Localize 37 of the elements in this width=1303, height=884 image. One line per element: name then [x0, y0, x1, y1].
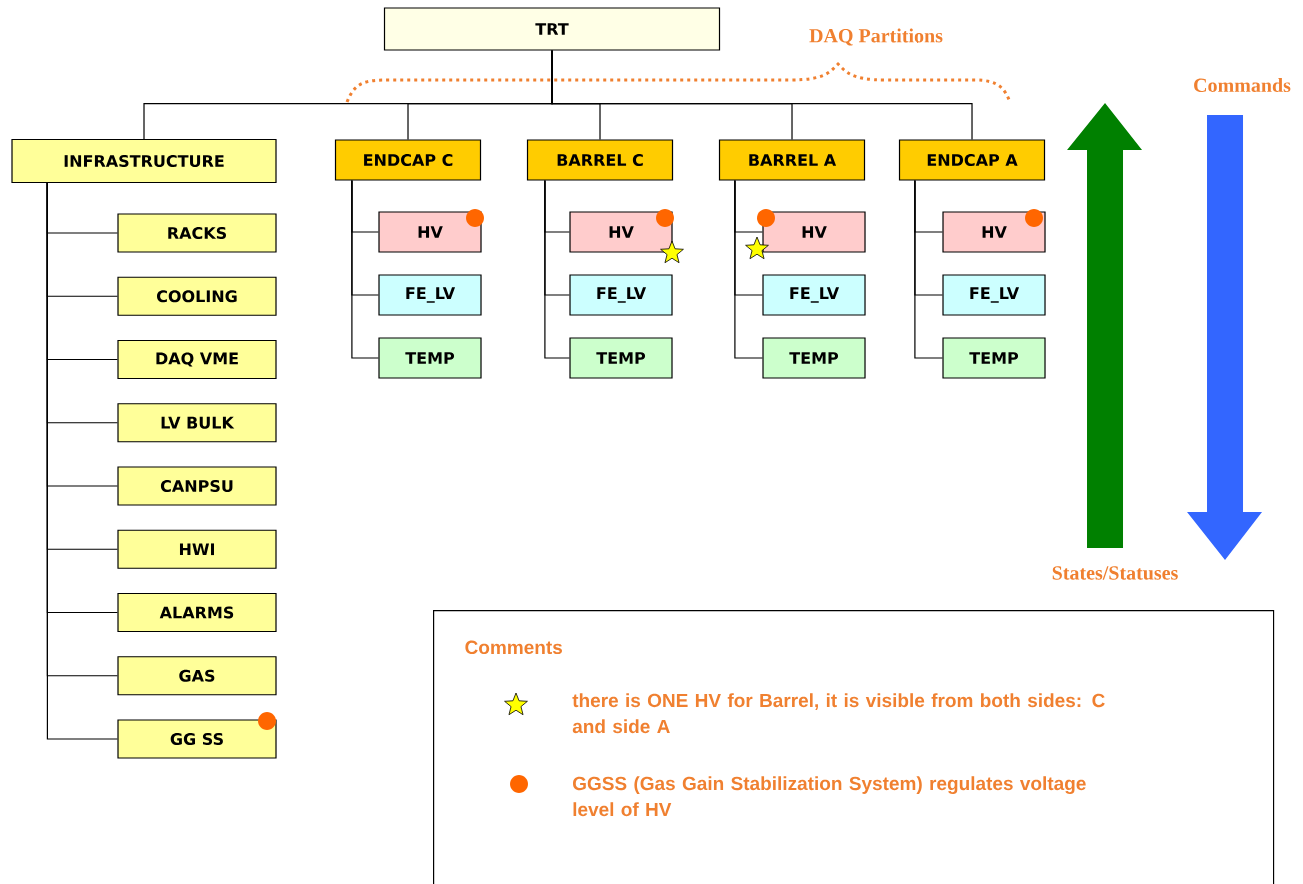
partition-box: BARREL C	[526, 139, 674, 181]
legend-text: there is ONE HV for Barrel, it is visible from both sides: C and side A	[572, 693, 1105, 734]
item-box: HV	[942, 211, 1046, 253]
connector-line	[544, 180, 570, 359]
item-box: TEMP	[378, 337, 482, 379]
item-box: ALARMS	[117, 592, 277, 633]
partition-box: ENDCAP A	[898, 139, 1046, 181]
connector-line	[734, 180, 763, 359]
item-box: FE_LV	[378, 274, 482, 316]
heading-text: DAQ Partitions	[809, 28, 943, 46]
partition-box: BARREL A	[718, 139, 866, 181]
legend-text: GGSS (Gas Gain Stabilization System) regulates voltage level of HV	[573, 776, 1086, 817]
item-box: HWI	[117, 529, 277, 569]
item-box: TEMP	[569, 337, 673, 379]
partition-box: ENDCAP C	[334, 139, 482, 181]
item-box: GAS	[117, 656, 277, 696]
item-box: CANPSU	[117, 466, 277, 506]
item-box: GG SS	[117, 719, 277, 759]
connector-line	[351, 180, 379, 359]
connector-line	[551, 50, 973, 140]
item-box: RACKS	[117, 213, 277, 253]
item-box: FE_LV	[569, 274, 673, 316]
item-box: FE_LV	[942, 274, 1046, 316]
heading-text: Commands	[1194, 77, 1291, 93]
system-box: TRT	[383, 7, 721, 51]
item-box: HV	[762, 211, 866, 253]
item-box: FE_LV	[762, 274, 866, 316]
item-box: HV	[378, 211, 482, 253]
category-box: INFRASTRUCTURE	[11, 138, 277, 184]
item-box: COOLING	[117, 276, 277, 316]
item-box: LV BULK	[117, 403, 277, 443]
item-box: TEMP	[942, 337, 1046, 379]
heading-text: States/Statuses	[1052, 566, 1178, 580]
item-box: TEMP	[762, 337, 866, 379]
connector-line	[914, 180, 943, 359]
item-box: HV	[569, 211, 673, 253]
item-box: DAQ VME	[117, 339, 277, 380]
